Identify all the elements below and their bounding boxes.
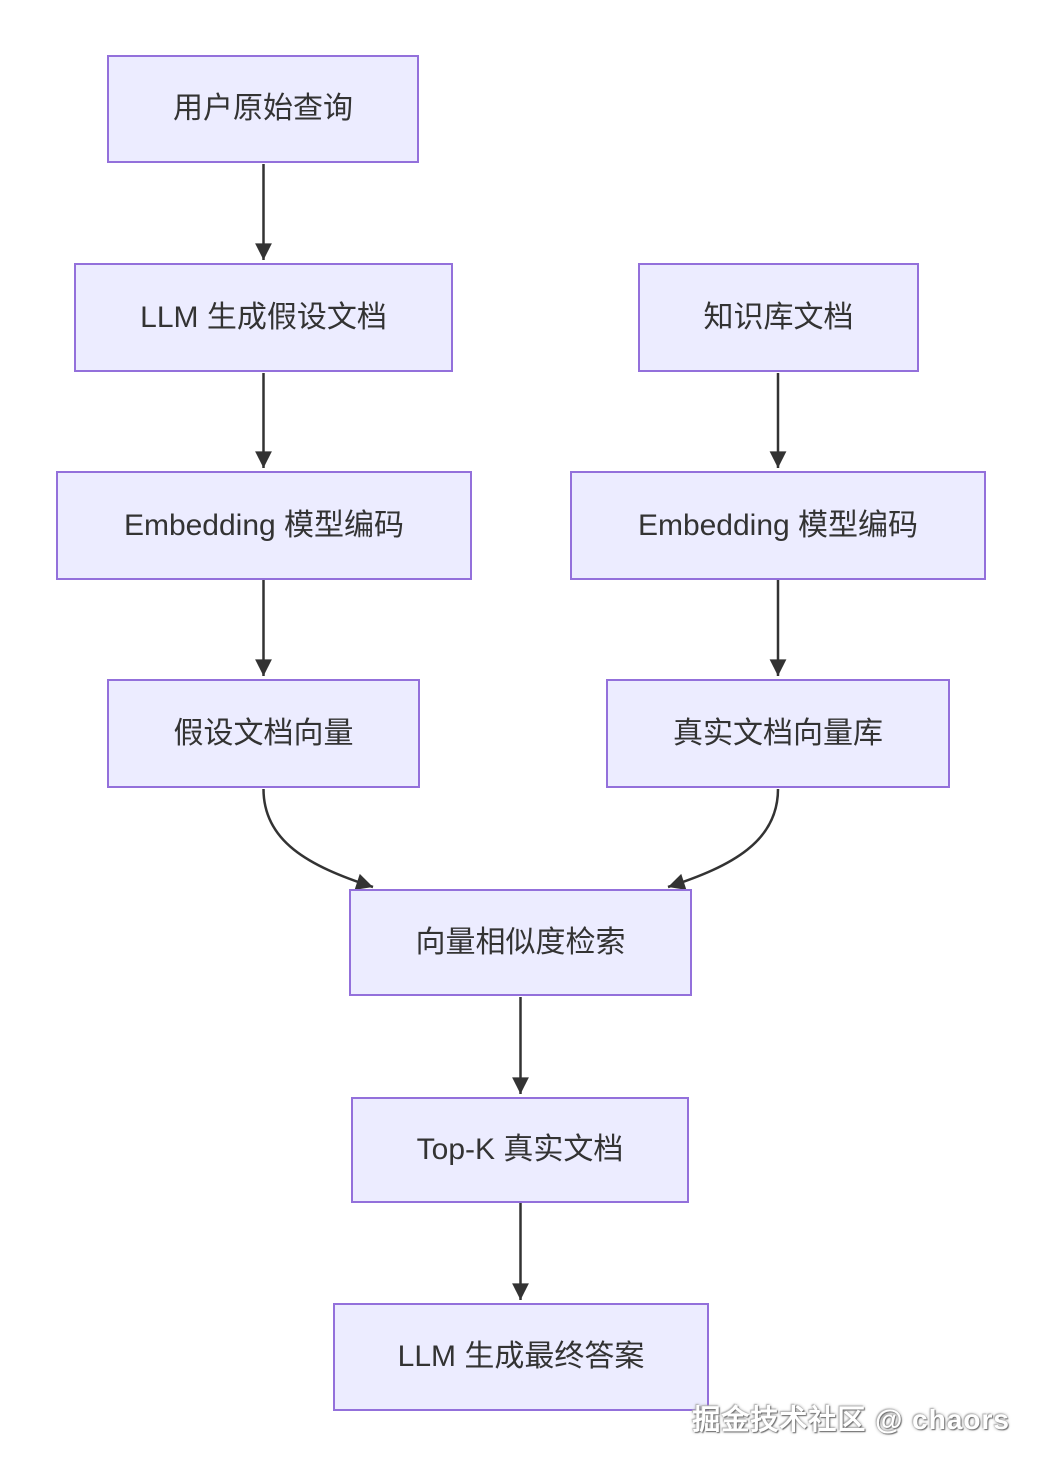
node-llm-final-answer: LLM 生成最终答案 — [333, 1303, 709, 1411]
watermark: 掘金技术社区 @ chaors — [692, 1404, 1010, 1435]
node-real-doc-vector-store: 真实文档向量库 — [606, 679, 950, 788]
node-topk-real-docs: Top-K 真实文档 — [351, 1097, 689, 1203]
node-hypothetical-doc-vector: 假设文档向量 — [107, 679, 420, 788]
node-embedding-encode-right: Embedding 模型编码 — [570, 471, 986, 580]
node-vector-similarity-search: 向量相似度检索 — [349, 889, 692, 996]
node-knowledge-base-docs: 知识库文档 — [638, 263, 919, 372]
node-embedding-encode-left: Embedding 模型编码 — [56, 471, 472, 580]
node-llm-hypothetical-doc: LLM 生成假设文档 — [74, 263, 453, 372]
edge-hypothetical-vector-to-similarity — [262, 788, 374, 890]
node-user-query: 用户原始查询 — [107, 55, 419, 163]
edge-real-vector-store-to-similarity — [667, 788, 780, 890]
